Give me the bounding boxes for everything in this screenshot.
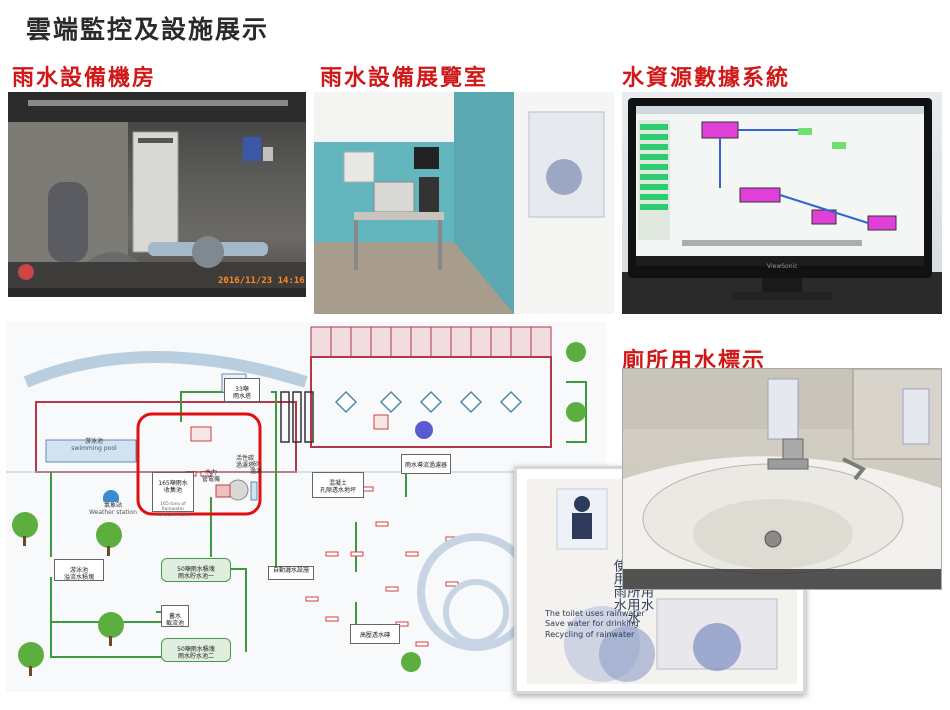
sign-en-line-1: The toilet uses rainwater — [545, 609, 645, 618]
permeable-pavement-label: 混凝土 孔隙透水地坪 — [319, 480, 356, 495]
pond-box: 蓄水 截流池 — [161, 605, 189, 627]
section-label-data-system: 水資源數據系統 — [622, 66, 791, 91]
reservoir-1-box: 50噸雨水積塊 雨水貯水池一 — [161, 558, 231, 582]
reservoir-1-label: 50噸雨水積塊 雨水貯水池一 — [177, 566, 215, 581]
sign-en-text: The toilet uses rainwater Save water for… — [545, 609, 675, 640]
rainwater-system-diagram: 游泳池 swimming pool 165噸雨水 收集池 165 tons of… — [6, 322, 606, 692]
permeable-brick-label: 高壓透水磚 — [359, 632, 390, 640]
filter-system-box: 雨水導流過濾器 — [401, 454, 451, 474]
weather-station-label: 氣象站 — [103, 502, 122, 509]
collection-tank-box: 165噸雨水 收集池 165 tons of Rainwater collect… — [152, 472, 194, 518]
machine-room-photo: 2016/11/23 14:16 — [8, 92, 306, 297]
section-label-exhibition-room: 雨水設備展覽室 — [320, 66, 489, 91]
collection-tank-label: 165噸雨水 收集池 — [158, 480, 188, 495]
auto-sprinkler-box: 自動灑水設施 — [268, 566, 314, 580]
sign-en-line-3: Recycling of rainwater — [545, 629, 635, 639]
water-meter-label: 水力 管電機 — [201, 469, 220, 483]
filter-system-label: 雨水導流過濾器 — [404, 462, 447, 470]
exhibition-room-photo — [314, 92, 614, 314]
photo-timestamp: 2016/11/23 14:16 — [218, 276, 305, 286]
tree-icon — [566, 402, 586, 422]
tree-icon — [98, 612, 124, 638]
pool-drain-box: 游泳池 溢流水積塊 — [54, 559, 104, 581]
monitor-illustration — [622, 98, 942, 314]
sign-en-line-2: Save water for drinking — [545, 619, 639, 629]
sink-illustration — [623, 369, 941, 589]
sink-photo — [622, 368, 942, 590]
sand-filter-label: 砂 過濾 — [249, 461, 262, 475]
water-tower-label: 33噸 雨水塔 — [232, 386, 251, 401]
swimming-pool-label-en: swimming pool — [71, 444, 117, 452]
permeable-brick-box: 高壓透水磚 — [350, 624, 400, 644]
section-label-machine-room: 雨水設備機房 — [12, 66, 157, 91]
tree-icon — [18, 642, 44, 668]
monitor-brand: ViewSonic — [767, 263, 798, 270]
pool-drain-label: 游泳池 溢流水積塊 — [63, 567, 94, 582]
reservoir-2-label: 50噸雨水積塊 雨水貯水池二 — [177, 646, 215, 661]
reservoir-2-box: 50噸雨水積塊 雨水貯水池二 — [161, 638, 231, 662]
auto-sprinkler-label: 自動灑水設施 — [272, 567, 309, 574]
exhibition-room-illustration — [314, 92, 614, 314]
tree-icon — [96, 522, 122, 548]
weather-station-icon — [103, 490, 119, 502]
tree-icon — [12, 512, 38, 538]
pond-label: 蓄水 截流池 — [165, 613, 184, 628]
carbon-filter-label: 活性碳 過濾塔 — [235, 455, 254, 469]
water-tower-box: 33噸 雨水塔 — [224, 378, 260, 402]
swimming-pool-label: 游泳池 — [84, 438, 103, 445]
weather-station-label-en: Weather station — [89, 508, 137, 516]
sign-cn-line-3: 使用雨水 — [610, 559, 626, 611]
tree-icon — [566, 342, 586, 362]
collection-tank-label-en: 165 tons of Rainwater collection tank — [156, 501, 190, 518]
data-system-photo: ViewSonic — [622, 92, 942, 314]
page-title: 雲端監控及設施展示 — [26, 15, 270, 44]
tree-icon — [401, 652, 421, 672]
machine-room-illustration — [8, 92, 306, 297]
permeable-pavement-box: 混凝土 孔隙透水地坪 — [312, 472, 364, 498]
